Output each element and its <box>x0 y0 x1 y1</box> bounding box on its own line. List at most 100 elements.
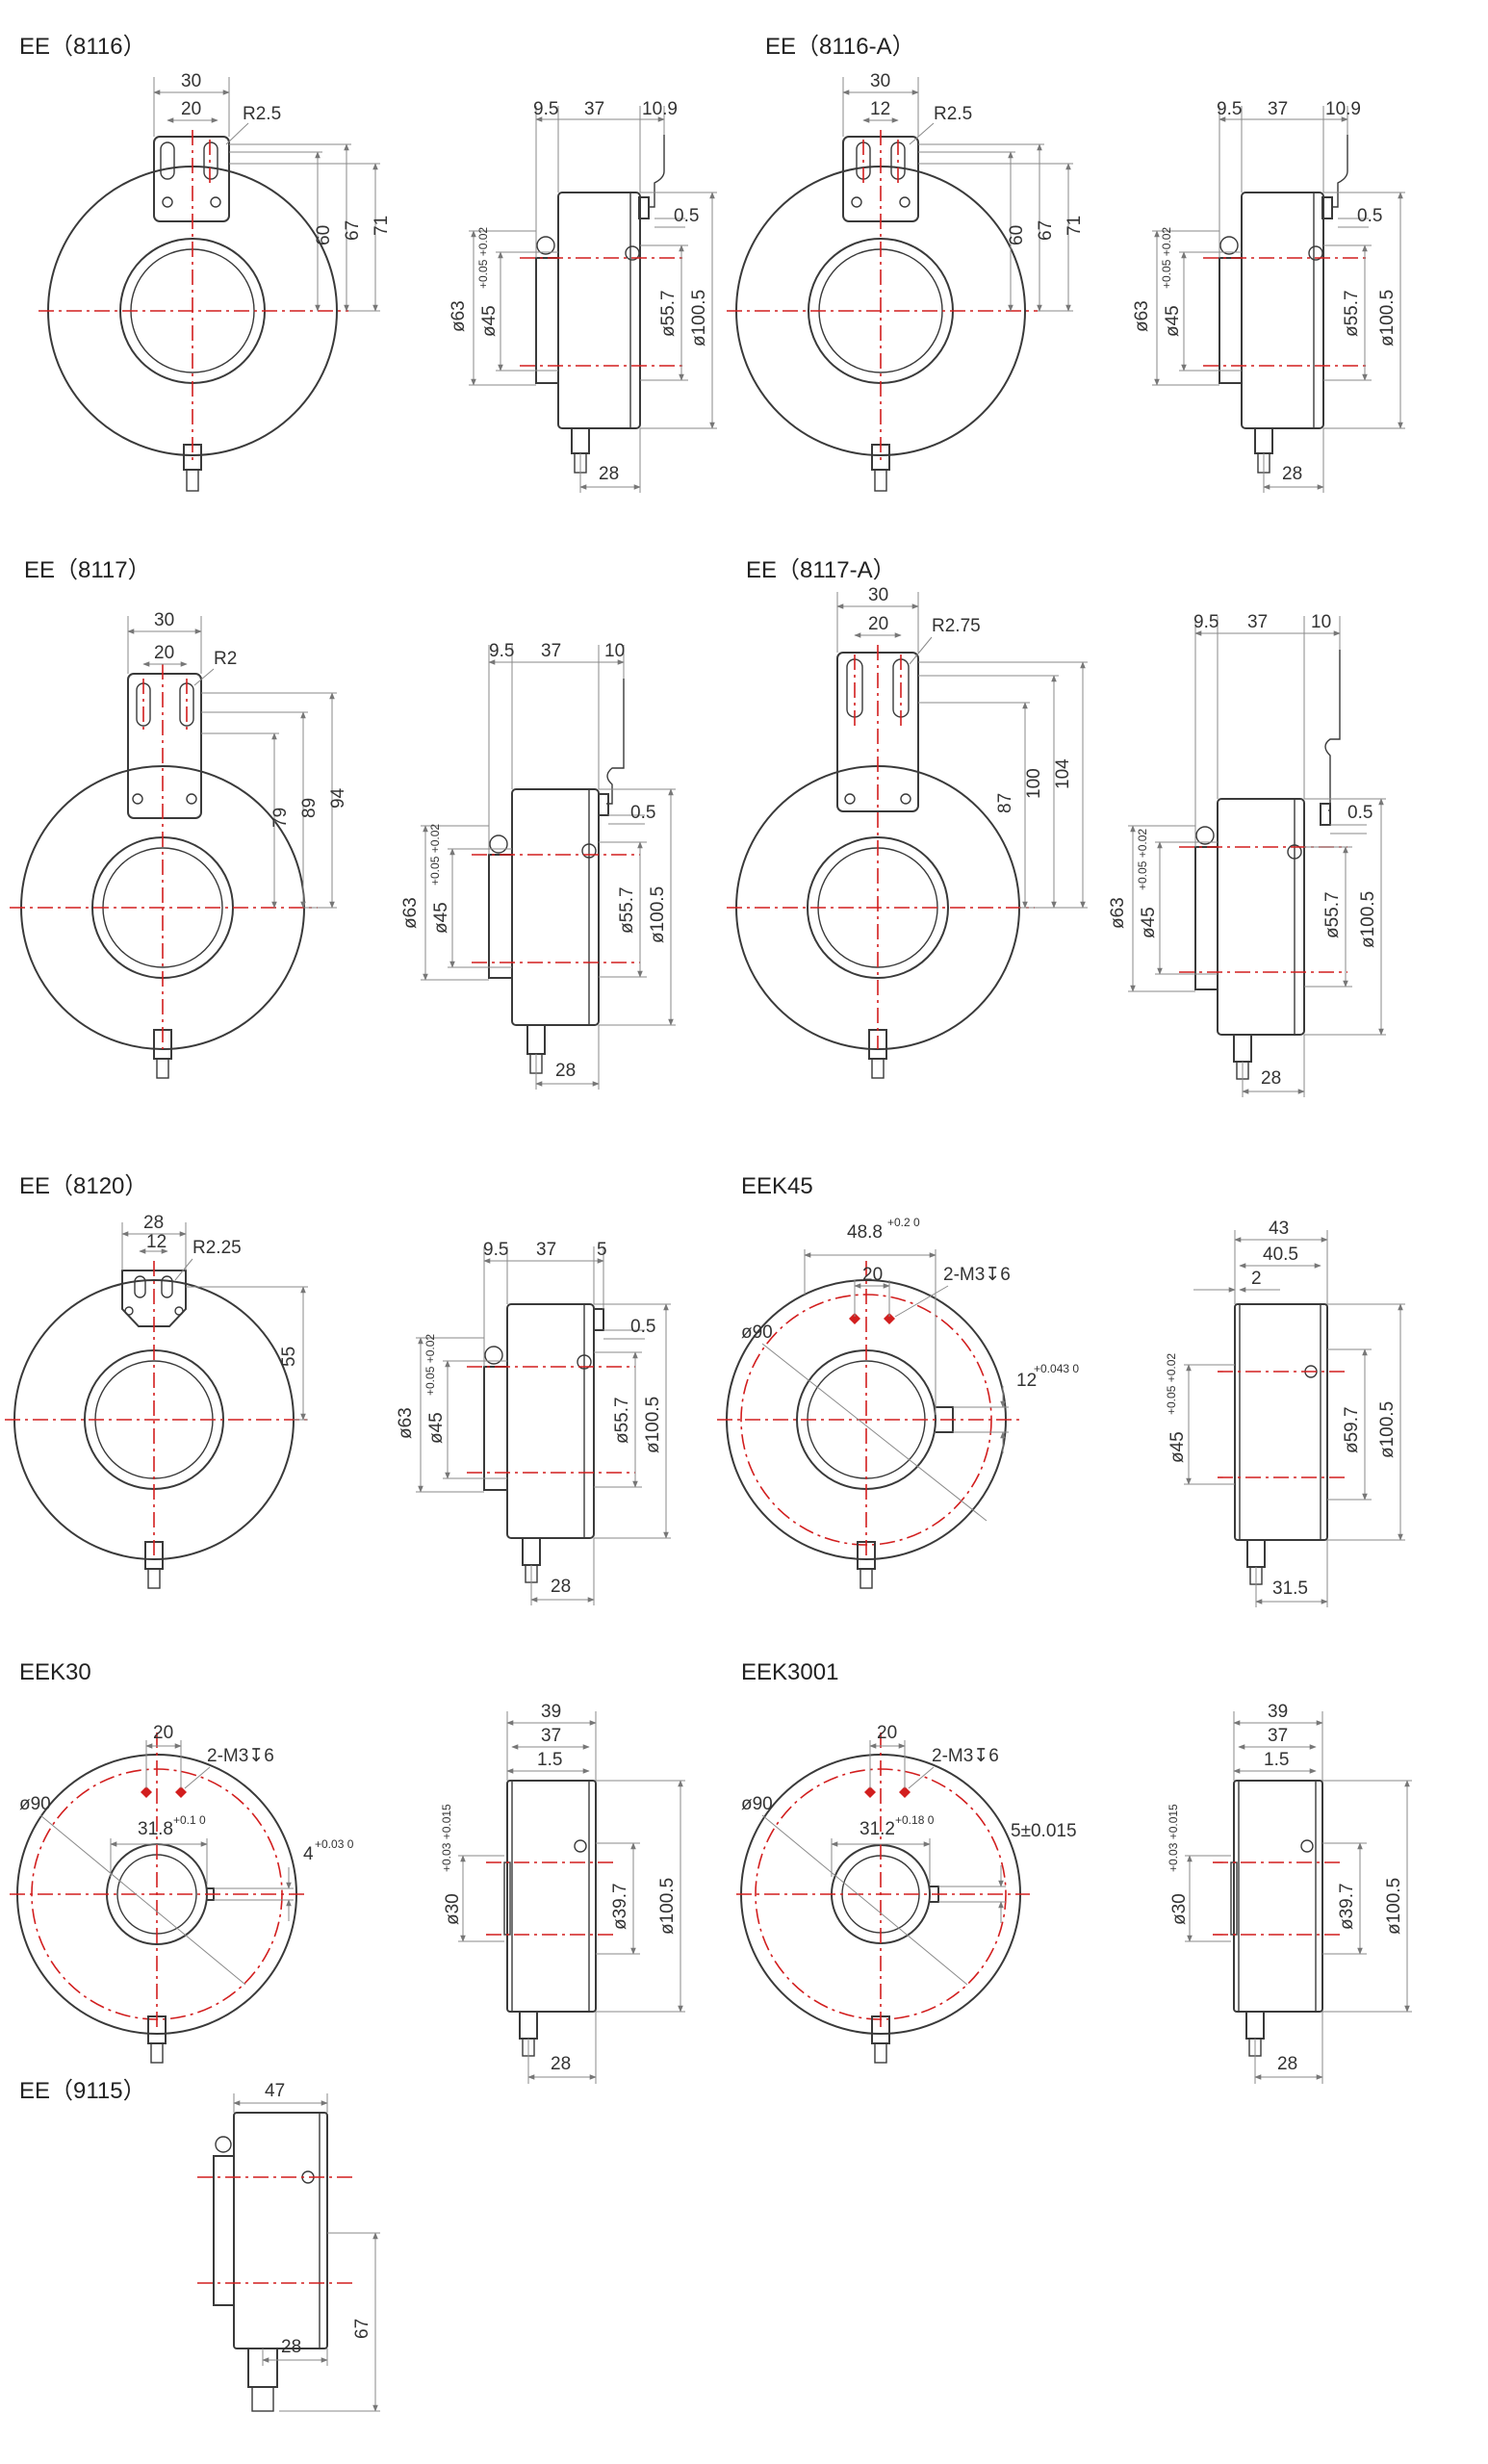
dim-d557: ø55.7 <box>612 1397 632 1444</box>
dim-h79: 79 <box>270 808 291 828</box>
dim-h60: 60 <box>314 225 334 245</box>
dim-d597: ø59.7 <box>1342 1406 1362 1453</box>
dim-d557: ø55.7 <box>658 290 679 337</box>
dim-h71: 71 <box>372 216 392 236</box>
dim-gap: 0.5 <box>1347 803 1373 823</box>
dim-w20: 20 <box>862 1265 883 1285</box>
side-view: 47 28 67 <box>197 2081 380 2412</box>
dim-d45-tol: +0.05 +0.02 <box>1160 227 1173 289</box>
dim-c: 10.9 <box>1325 99 1361 119</box>
dim-len28: 28 <box>1261 1068 1281 1089</box>
dim-w20: 20 <box>868 614 888 634</box>
dim-d1005: ø100.5 <box>643 1397 663 1453</box>
dim-d45-tol: +0.05 +0.02 <box>476 227 490 289</box>
dim-w20: 20 <box>181 99 201 119</box>
dim-w488: 48.8 <box>847 1222 883 1243</box>
dim-radius: R2.5 <box>243 104 281 124</box>
front-view: 20 2-M3↧6 ø90 31.8 +0.1 0 4 +0.03 0 <box>10 1723 354 2064</box>
dim-bore: 31.8 <box>138 1819 173 1839</box>
model-8120: EE（8120） 28 12 R2.25 55 <box>5 1173 671 1605</box>
front-view: 30 20 R2.75 87 100 104 <box>727 585 1088 1079</box>
dim-radius: R2.25 <box>192 1238 242 1258</box>
dim-h67: 67 <box>1036 220 1056 241</box>
dim-h94: 94 <box>328 787 348 808</box>
model-title: EE（8117） <box>24 557 151 583</box>
front-view: 30 12 R2.5 60 67 71 <box>727 71 1085 492</box>
side-view: 9.5 37 10 0.5 ø63 ø45 +0.05 +0.02 ø55.7 … <box>400 641 676 1090</box>
dim-b: 37 <box>541 641 561 661</box>
dim-d1005: ø100.5 <box>1358 891 1378 948</box>
dim-gap: 0.5 <box>674 206 699 226</box>
dim-d1005: ø100.5 <box>1377 290 1398 346</box>
dim-d30-tol: +0.03 +0.015 <box>1167 1804 1180 1872</box>
dim-a: 9.5 <box>1217 99 1242 119</box>
side-view: 39 37 1.5 ø30 +0.03 +0.015 ø39.7 ø100.5 … <box>1167 1702 1412 2084</box>
dim-w20: 20 <box>877 1723 897 1743</box>
dim-h104: 104 <box>1053 758 1073 789</box>
dim-d1005: ø100.5 <box>648 886 668 943</box>
model-8116a: EE（8116-A） 30 12 R2.5 <box>727 34 1405 493</box>
dim-w2: 2 <box>1251 1269 1262 1289</box>
model-title: EE（8116） <box>19 34 146 60</box>
side-view: 43 40.5 2 ø45 +0.05 +0.02 ø59.7 ø100.5 3… <box>1165 1219 1405 1607</box>
front-view: 30 20 R2 79 89 94 <box>10 610 348 1079</box>
dim-d45: ø45 <box>1167 1431 1188 1463</box>
dim-key: 5±0.015 <box>1011 1821 1077 1841</box>
dim-holes: 2-M3↧6 <box>207 1746 274 1766</box>
dim-radius: R2.5 <box>934 104 972 124</box>
model-eek30: EEK30 20 2-M3↧6 ø90 31.8 +0.1 0 <box>10 1659 685 2084</box>
dim-d557: ø55.7 <box>1322 891 1343 938</box>
dim-len28: 28 <box>551 1577 571 1597</box>
model-title: EE（9115） <box>19 2078 146 2104</box>
dim-w37: 37 <box>1268 1726 1288 1746</box>
dim-h87: 87 <box>995 793 1015 813</box>
dim-d1005: ø100.5 <box>689 290 709 346</box>
dim-h67: 67 <box>352 2319 372 2339</box>
dim-w30: 30 <box>870 71 890 91</box>
side-view: 9.5 37 10.9 0.5 ø63 ø45 +0.05 +0.02 ø55.… <box>1132 99 1405 493</box>
dim-w30: 30 <box>154 610 174 630</box>
dim-holes: 2-M3↧6 <box>943 1265 1011 1285</box>
dim-gap: 0.5 <box>630 1317 655 1337</box>
side-view: 39 37 1.5 ø30 +0.03 +0.015 ø39.7 ø100.5 … <box>440 1702 685 2084</box>
dim-radius: R2 <box>214 649 237 669</box>
side-view: 9.5 37 10 0.5 ø63 ø45 +0.05 +0.02 ø55.7 … <box>1108 612 1386 1097</box>
dim-gap: 0.5 <box>630 803 655 823</box>
dim-d63: ø63 <box>1108 897 1128 929</box>
dim-a: 9.5 <box>489 641 514 661</box>
dim-d1005: ø100.5 <box>1377 1401 1398 1458</box>
dim-c: 10 <box>1311 612 1331 632</box>
dim-d63: ø63 <box>449 300 469 332</box>
front-view: 20 2-M3↧6 ø90 31.2 +0.18 0 5±0.015 <box>736 1723 1077 2064</box>
dim-d45-tol: +0.05 +0.02 <box>1165 1353 1178 1415</box>
dim-h89: 89 <box>299 798 320 818</box>
dim-w47: 47 <box>265 2081 285 2101</box>
dim-a: 9.5 <box>533 99 558 119</box>
dim-holes: 2-M3↧6 <box>932 1746 999 1766</box>
dim-len28: 28 <box>599 464 619 484</box>
side-view: 9.5 37 10.9 0.5 ø63 ø45 +0.05 +0.02 ø55.… <box>449 99 717 493</box>
dim-w20: 20 <box>153 1723 173 1743</box>
model-title: EE（8120） <box>19 1173 147 1199</box>
dim-c: 10.9 <box>642 99 678 119</box>
model-9115: EE（9115） 47 28 67 <box>19 2078 380 2412</box>
front-view: 28 12 R2.25 55 <box>5 1213 308 1589</box>
model-title: EE（8116-A） <box>765 34 915 60</box>
dim-b: 37 <box>584 99 604 119</box>
model-eek3001: EEK3001 20 2-M3↧6 ø90 31.2 +0.18 0 <box>736 1659 1412 2084</box>
dim-key: 12 <box>1016 1371 1037 1391</box>
dim-bore: 31.2 <box>859 1819 895 1839</box>
dim-w20: 20 <box>154 643 174 663</box>
dim-w15: 1.5 <box>1264 1750 1289 1770</box>
dim-bore-tol: +0.1 0 <box>173 1813 206 1827</box>
dim-w30: 30 <box>181 71 201 91</box>
dim-d30-tol: +0.03 +0.015 <box>440 1804 453 1872</box>
dim-d90: ø90 <box>741 1322 773 1343</box>
dim-w12: 12 <box>146 1232 167 1252</box>
dim-d45-tol: +0.05 +0.02 <box>423 1334 437 1396</box>
model-title: EEK3001 <box>741 1659 838 1685</box>
dim-d63: ø63 <box>396 1407 416 1439</box>
dim-w28: 28 <box>143 1213 164 1233</box>
side-view: 9.5 37 5 0.5 ø63 ø45 +0.05 +0.02 ø55.7 ø… <box>396 1240 671 1605</box>
model-8116: EE（8116） 30 20 R2.5 <box>19 34 717 493</box>
